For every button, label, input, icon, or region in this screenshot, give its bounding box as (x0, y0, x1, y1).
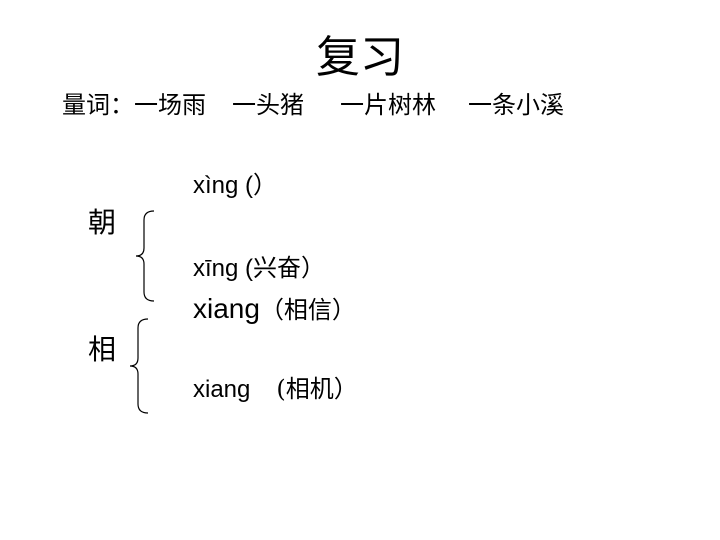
reading-row: xiang (相机） (193, 372, 358, 407)
pinyin-text: xiang (193, 376, 251, 403)
pinyin-text: xīng ( (193, 255, 254, 282)
reading-row: xìng (） (193, 168, 277, 203)
reading-row: xiang（相信） (193, 290, 356, 329)
measure-word-item: 一条小溪 (468, 91, 564, 119)
example-word: 兴奋） (253, 254, 326, 282)
measure-word-item: 一头猪 (232, 91, 304, 119)
example-word: (相机） (276, 375, 358, 403)
page-title: 复习 (316, 32, 404, 83)
character-xiang: 相 (88, 333, 117, 366)
left-brace-icon (128, 318, 150, 414)
example-word: （相信） (259, 296, 356, 324)
measure-words-line: 量词：一场雨一头猪 一片树林 一条小溪 (62, 88, 564, 122)
left-brace-icon (134, 210, 156, 302)
pinyin-text: xiang (193, 293, 260, 324)
example-word: ） (253, 171, 278, 199)
measure-word-item: 一片树林 (340, 91, 436, 119)
pinyin-text: xìng ( (193, 172, 254, 199)
measure-words-label: 量词： (62, 91, 134, 119)
measure-word-item: 一场雨 (134, 91, 206, 119)
reading-row: xīng (兴奋） (193, 251, 325, 286)
character-zhao: 朝 (88, 206, 117, 239)
